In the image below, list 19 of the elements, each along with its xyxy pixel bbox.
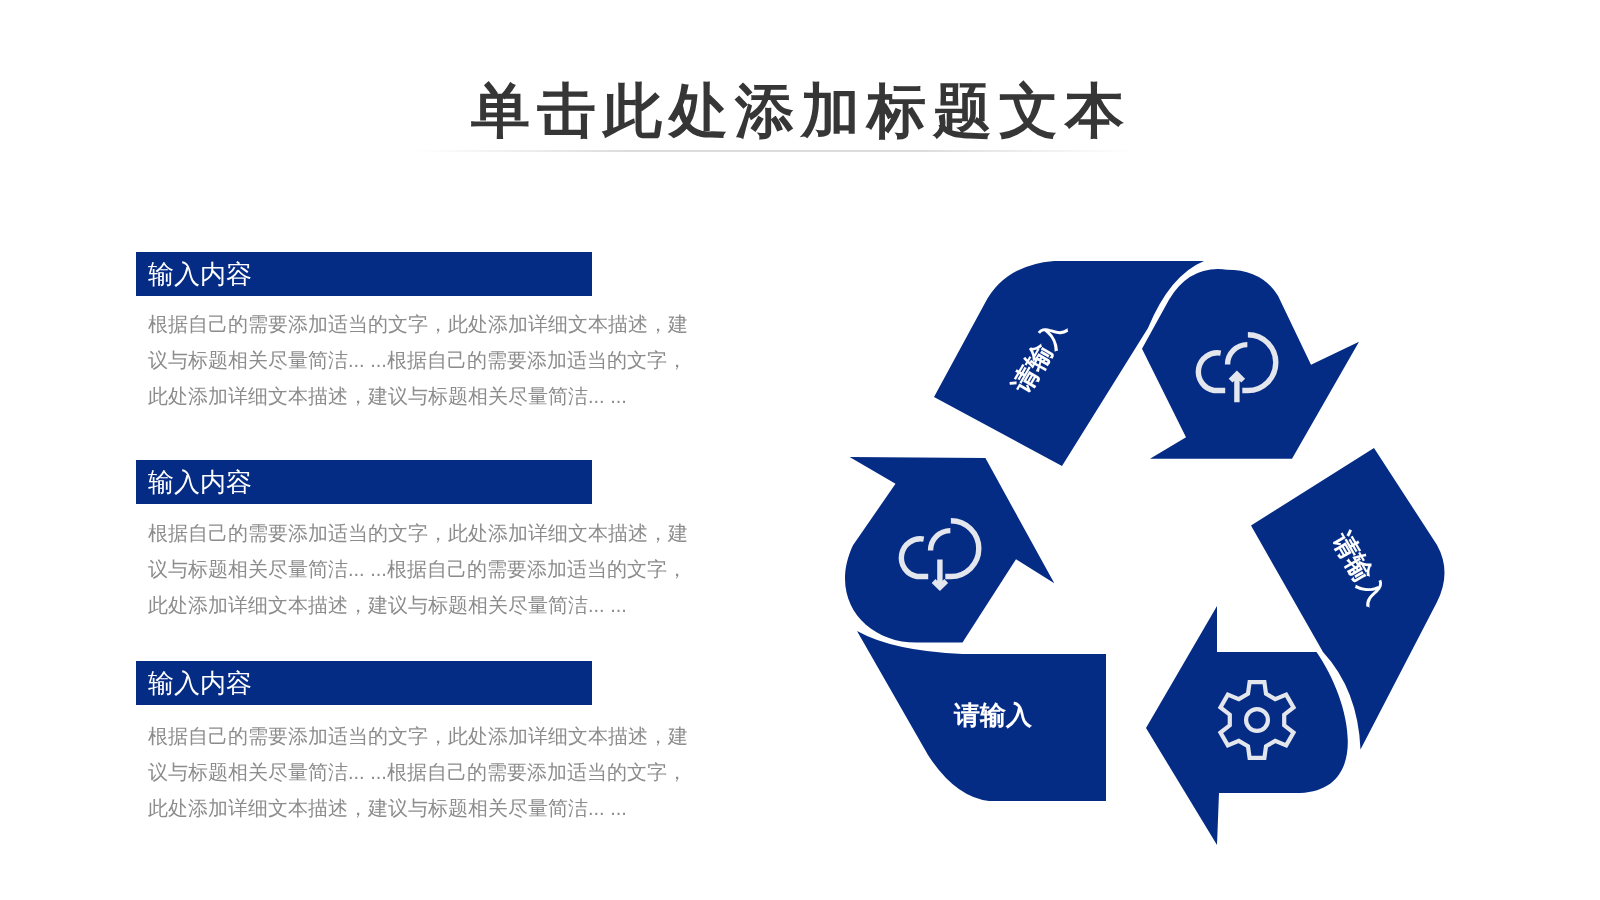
header-bar bbox=[136, 460, 592, 504]
segment-label: 请输入 bbox=[1006, 315, 1072, 399]
recycle-arrow-band bbox=[934, 261, 1204, 466]
header-bar bbox=[136, 252, 592, 296]
header-text: 输入内容 bbox=[148, 667, 252, 700]
header-text: 输入内容 bbox=[148, 258, 252, 291]
title: 单击此处添加标题文本 bbox=[469, 80, 1131, 142]
header-text: 输入内容 bbox=[148, 466, 252, 499]
segment-label: 请输入 bbox=[954, 700, 1032, 730]
description-text: 根据自己的需要添加适当的文字，此处添加详细文本描述，建议与标题相关尽量简洁... ...根据自己的需要添加适当的文字，此处添加详细文本描述，建议与标题相关尽量简洁... ... bbox=[148, 521, 689, 618]
header-bar bbox=[136, 661, 592, 705]
description-text: 根据自己的需要添加适当的文字，此处添加详细文本描述，建议与标题相关尽量简洁... ...根据自己的需要添加适当的文字，此处添加详细文本描述，建议与标题相关尽量简洁... ... bbox=[148, 724, 689, 821]
segment-label: 请输入 bbox=[1326, 526, 1392, 610]
description-text: 根据自己的需要添加适当的文字，此处添加详细文本描述，建议与标题相关尽量简洁... ...根据自己的需要添加适当的文字，此处添加详细文本描述，建议与标题相关尽量简洁... ... bbox=[148, 312, 689, 409]
recycle-arrow-head bbox=[1142, 269, 1359, 459]
recycle-arrow-head bbox=[845, 456, 1055, 643]
recycle-arrow-head bbox=[1146, 606, 1348, 845]
recycle-arrow-band bbox=[1251, 448, 1445, 750]
recycle-arrow-band bbox=[857, 631, 1106, 801]
